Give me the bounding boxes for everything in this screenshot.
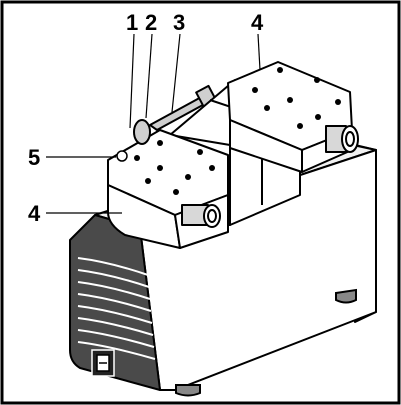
- callout-4-left: 4: [28, 201, 41, 226]
- callout-4-top: 4: [251, 10, 264, 35]
- callout-1: 1: [126, 10, 138, 35]
- side-ribs: [357, 159, 375, 286]
- feet: [175, 288, 357, 397]
- callout-3: 3: [173, 10, 185, 35]
- callout-2: 2: [145, 10, 157, 35]
- screws: [134, 67, 341, 195]
- leader-lines: [46, 33, 261, 214]
- pump-heads: [107, 61, 359, 249]
- vent-louvers: [77, 257, 156, 360]
- power-switch: [91, 349, 115, 377]
- callout-5: 5: [28, 145, 40, 170]
- port-marker: [116, 150, 128, 162]
